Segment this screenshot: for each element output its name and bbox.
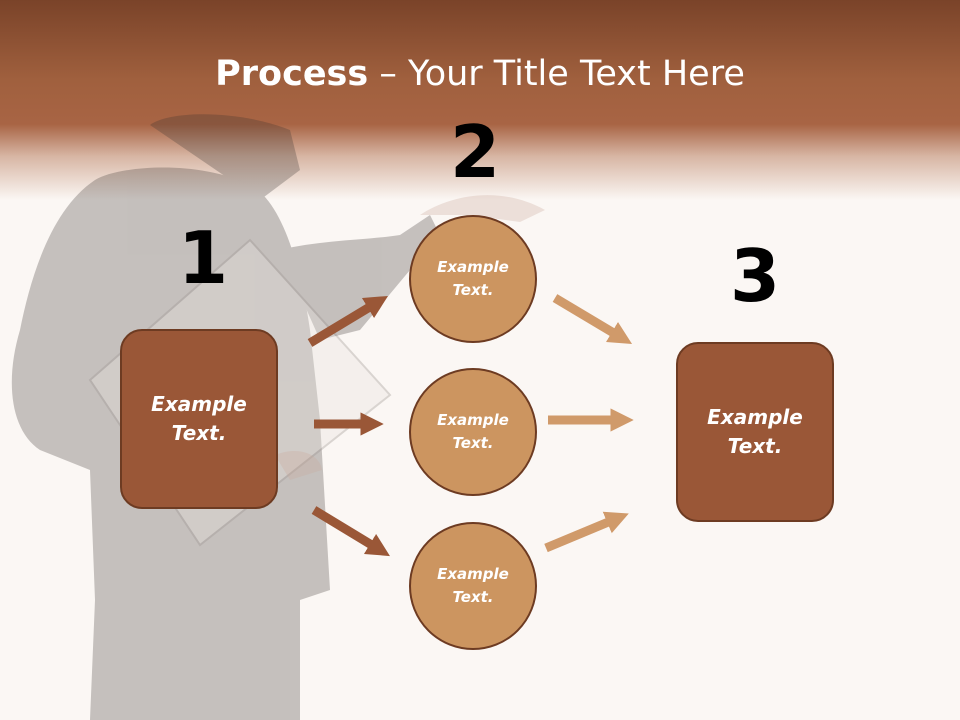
step-2-circle-middle-text: Example Text. [437,411,509,452]
step-number-1: 1 [178,216,229,300]
step-2-circle-bottom: Example Text. [409,522,537,650]
step-3-text: Example Text. [707,405,803,458]
slide-title: Process – Your Title Text Here [0,54,960,94]
step-3-box: Example Text. [676,342,834,522]
step-2-circle-bottom-text: Example Text. [437,565,509,606]
step-2-circle-top: Example Text. [409,215,537,343]
header-band [0,0,960,200]
step-number-2: 2 [450,110,501,194]
title-rest: – Your Title Text Here [368,54,745,94]
step-1-text: Example Text. [151,392,247,445]
step-number-3: 3 [730,234,781,318]
arrow-1-to-2-top [307,295,389,347]
step-2-circle-middle: Example Text. [409,368,537,496]
arrow-2-to-3-bottom [544,511,629,553]
arrow-1-to-2-bottom [311,506,391,557]
title-bold: Process [215,54,369,94]
step-2-circle-top-text: Example Text. [437,258,509,299]
arrow-2-to-3-top [552,294,633,344]
step-1-box: Example Text. [120,329,278,509]
